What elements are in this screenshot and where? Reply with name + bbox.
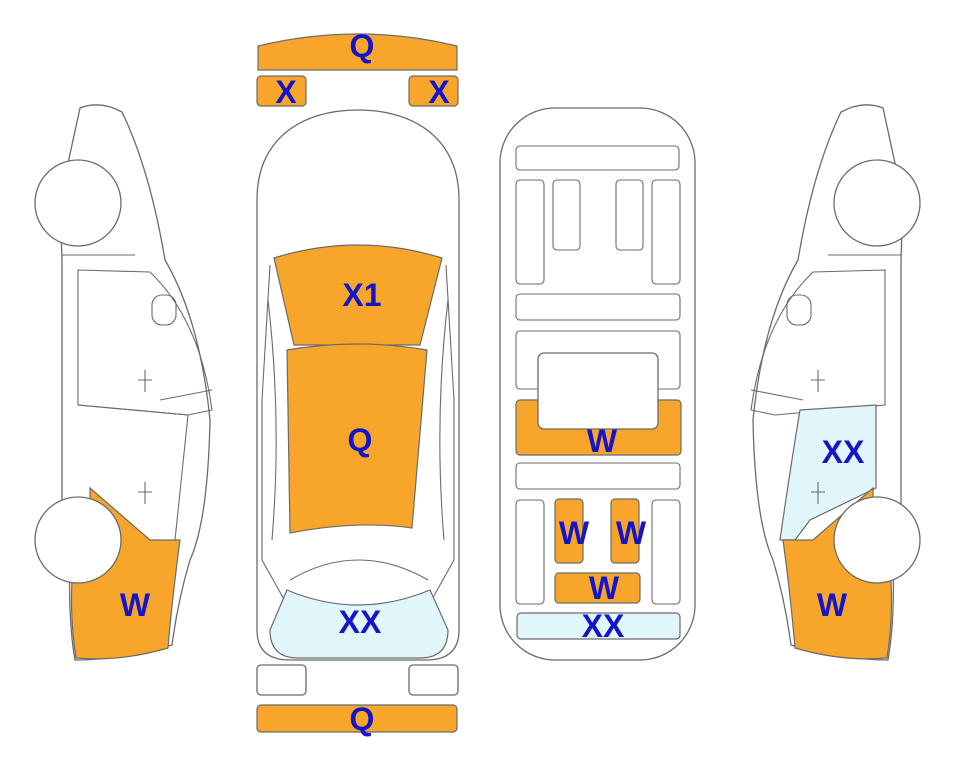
underbody-mid-label: W xyxy=(587,423,618,459)
zone-underbody-rear-right[interactable] xyxy=(610,498,640,564)
car-right-side-view: XX W xyxy=(750,104,921,661)
car-top-view: Q X X X1 Q XX Q xyxy=(256,28,460,737)
hood-label: X1 xyxy=(342,277,381,313)
front-bumper-label: Q xyxy=(350,28,375,64)
underbody-rear-right-label: W xyxy=(616,515,647,551)
headlight-left-label: X xyxy=(275,74,297,110)
zone-hood[interactable] xyxy=(273,244,443,346)
underbody-rear-cross-label: W xyxy=(589,570,620,606)
left-front-wheel xyxy=(34,159,122,247)
zone-rear-bumper[interactable] xyxy=(256,704,458,733)
rear-window-label: XX xyxy=(339,604,382,640)
underbody-rear-end-label: XX xyxy=(582,608,625,644)
right-front-wheel xyxy=(833,159,921,247)
taillight-right xyxy=(408,664,459,696)
zone-right-rear-window[interactable] xyxy=(779,404,877,541)
car-underbody-view: W W W W XX xyxy=(499,107,696,661)
zone-roof[interactable] xyxy=(286,343,428,534)
taillight-left xyxy=(256,664,307,696)
zone-underbody-rear-cross[interactable] xyxy=(554,572,641,604)
underbody-rear-left-label: W xyxy=(559,515,590,551)
left-rear-wheel xyxy=(34,496,122,584)
zone-rear-window[interactable] xyxy=(269,589,449,659)
right-rear-window-label: XX xyxy=(822,434,865,470)
zone-headlight-right[interactable] xyxy=(408,75,459,107)
zone-headlight-left[interactable] xyxy=(256,75,307,107)
zone-underbody-rear-left[interactable] xyxy=(554,498,584,564)
rear-bumper-label: Q xyxy=(350,701,375,737)
car-left-side-view: W xyxy=(34,104,213,661)
right-side-rear-label: W xyxy=(817,587,848,623)
headlight-right-label: X xyxy=(428,74,450,110)
roof-label: Q xyxy=(348,422,373,458)
zone-front-bumper[interactable] xyxy=(257,33,458,71)
left-side-rear-label: W xyxy=(120,587,151,623)
right-rear-wheel xyxy=(833,496,921,584)
zone-underbody-rear-end[interactable] xyxy=(516,612,681,640)
